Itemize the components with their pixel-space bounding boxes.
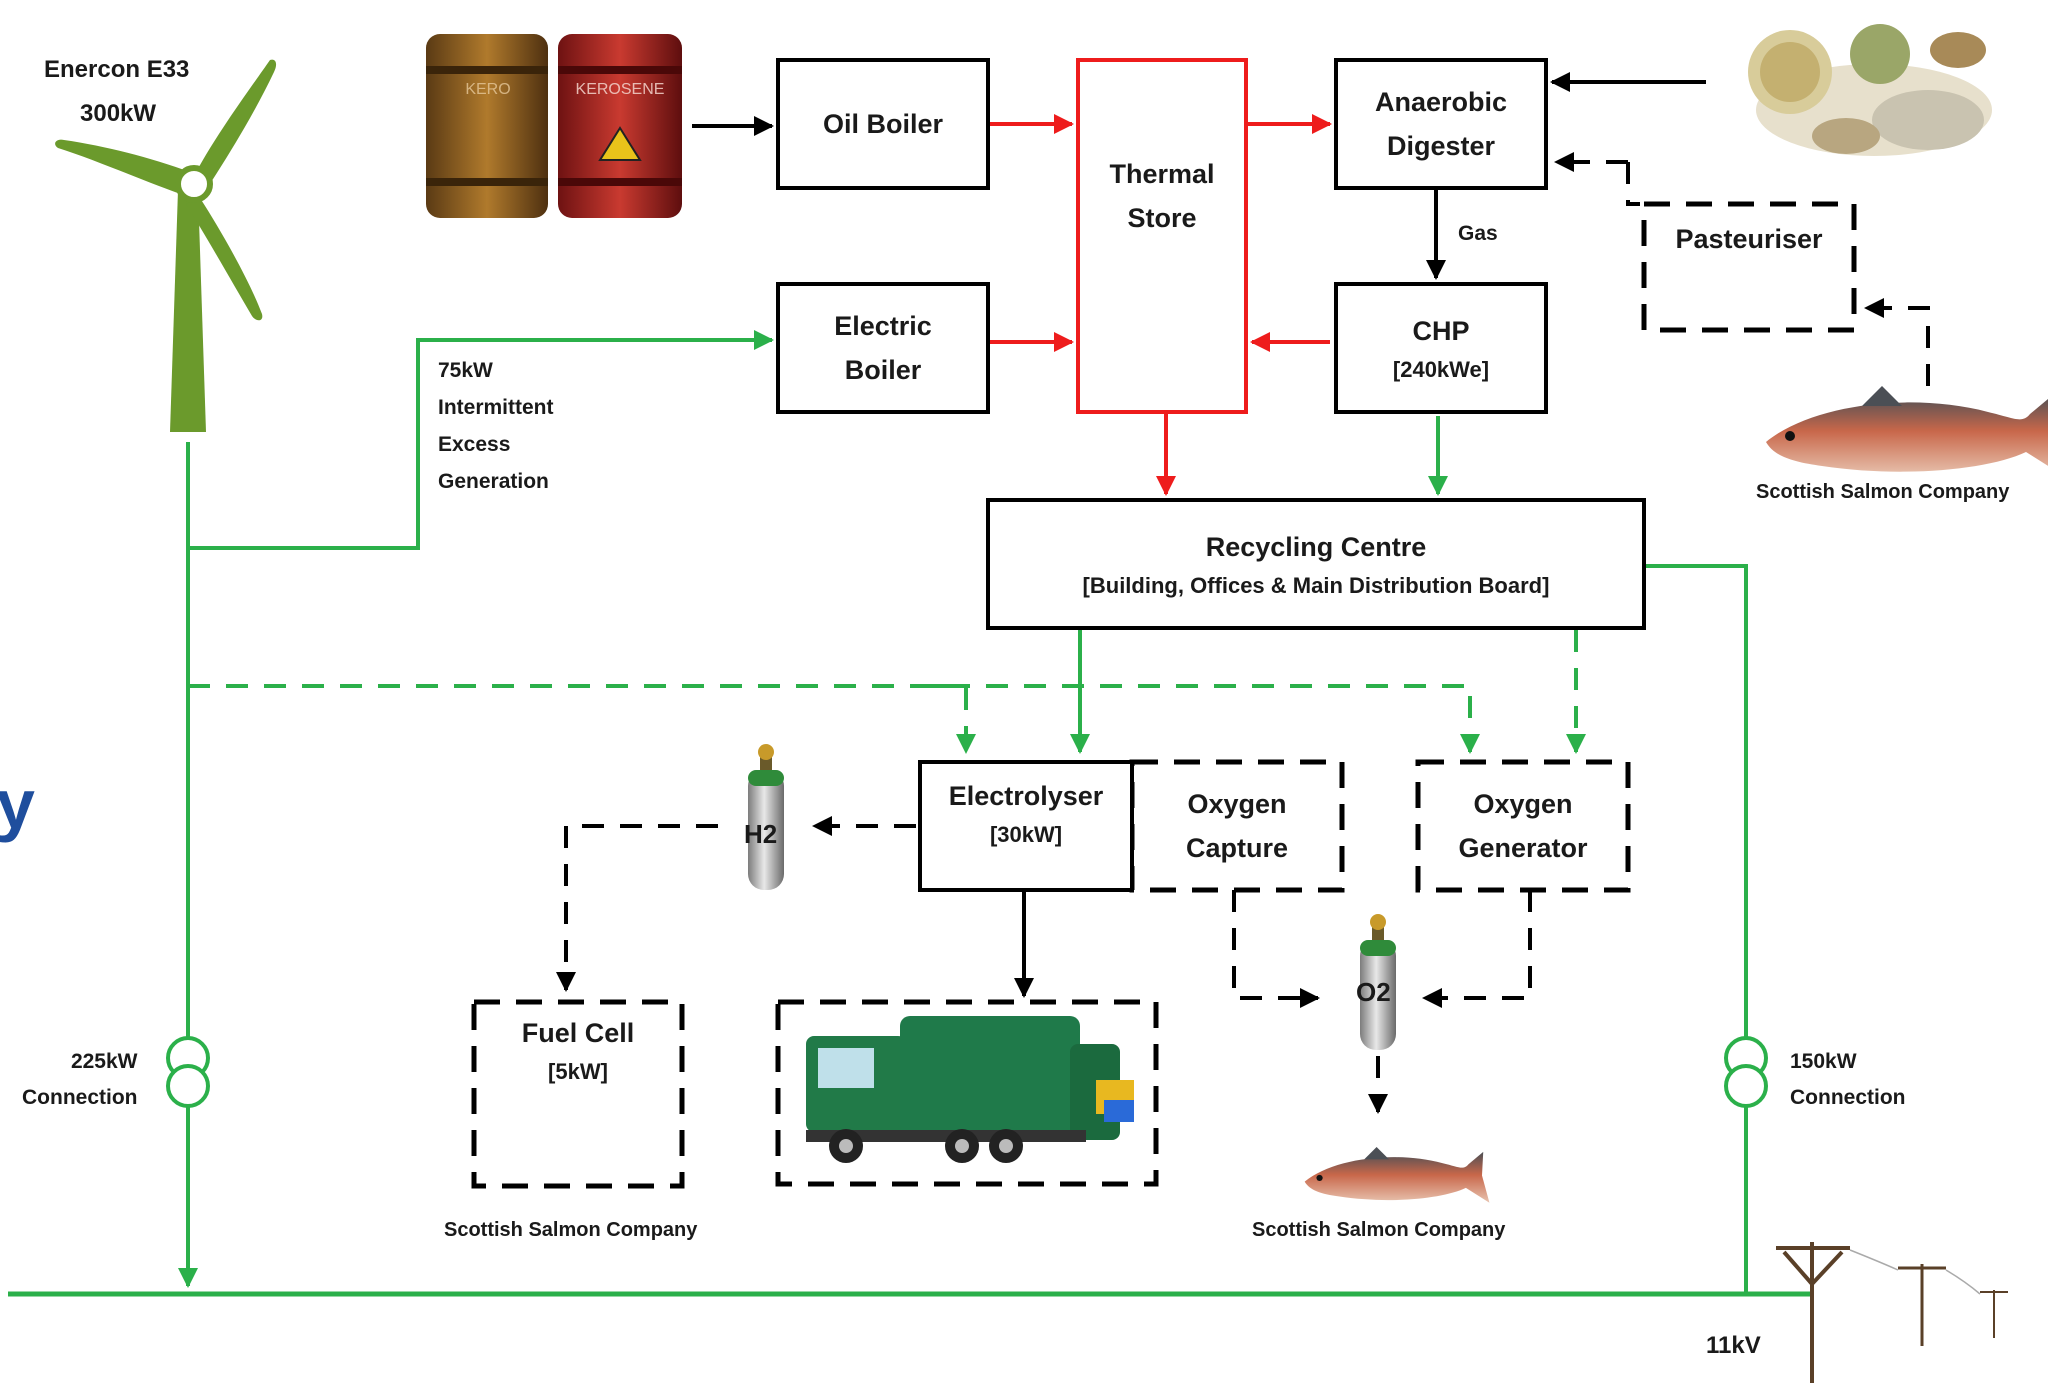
transformer-icon: [1724, 1036, 1768, 1108]
excess-line-2: Intermittent: [438, 396, 554, 419]
excess-generation-label: 75kW Intermittent Excess Generation: [438, 352, 554, 500]
chp-box: CHP [240kWe]: [1334, 282, 1548, 414]
fuel-cell-rating: [5kW]: [548, 1059, 608, 1084]
dashed-electrical-lines: [188, 630, 1586, 754]
pasteuriser-label: Pasteuriser: [1675, 224, 1823, 254]
recycling-centre-detail: [Building, Offices & Main Distribution B…: [1082, 573, 1550, 598]
excess-generation-line: [188, 330, 774, 550]
turbine-dashed-feed: [188, 684, 1480, 754]
pasteuriser-box: Pasteuriser: [1644, 204, 1854, 274]
turbine-dashed-feed-electrolyser: [930, 684, 976, 754]
excess-line-3: Excess: [438, 433, 511, 456]
flow-lines: [692, 72, 1706, 998]
oxygen-generator-label-line2: Generator: [1458, 833, 1588, 863]
grid-voltage-label: 11kV: [1706, 1332, 1761, 1359]
electrical-lines: [8, 330, 1812, 1294]
anaerobic-digester-box: Anaerobic Digester: [1334, 58, 1548, 190]
oxygen-generator-box: Oxygen Generator: [1418, 762, 1628, 890]
electrolyser-box: Electrolyser [30kW]: [918, 760, 1134, 892]
o2-label: O2: [1356, 977, 1391, 1007]
thermal-store-label-line1: Thermal: [1109, 159, 1215, 189]
electrolyser-rating: [30kW]: [989, 822, 1063, 847]
electric-boiler-label-line2: Boiler: [844, 355, 922, 385]
electric-boiler-box: Electric Boiler: [776, 282, 990, 414]
oxygen-generator-label-line1: Oxygen: [1473, 789, 1573, 819]
salmon-company-label-o2: Scottish Salmon Company: [1252, 1219, 1506, 1241]
pasteuriser-border: [1641, 201, 1857, 333]
excess-line-1: 75kW: [438, 359, 493, 382]
power-pole-icon: [1776, 1242, 2008, 1383]
connection-left-rating: 225kW: [70, 1050, 138, 1073]
oxygen-generator-border: [1415, 759, 1631, 893]
electric-boiler-label-line1: Electric: [834, 311, 932, 341]
anaerobic-digester-label-line2: Digester: [1386, 131, 1496, 161]
oil-boiler-label: Oil Boiler: [822, 109, 944, 139]
refuse-truck-icon: [806, 1016, 1134, 1163]
recycling-centre-box: Recycling Centre [Building, Offices & Ma…: [986, 498, 1646, 630]
recycling-to-grid-line: [1644, 564, 1748, 1294]
oxygen-capture-box: Oxygen Capture: [1134, 762, 1340, 890]
connection-left-label: 225kW Connection: [22, 1044, 138, 1116]
gas-cylinder-icon: [748, 744, 784, 890]
gas-label: Gas: [1458, 222, 1498, 245]
gas-cylinder-icon: [1360, 914, 1396, 1050]
fuel-cell-label: Fuel Cell: [521, 1018, 635, 1048]
salmon-company-label-fuel-cell: Scottish Salmon Company: [444, 1219, 698, 1241]
thermal-lines: [990, 114, 1332, 496]
fuel-cell-border: [471, 999, 685, 1189]
fuel-cell-box: Fuel Cell [5kW]: [474, 1010, 682, 1090]
excess-line-4: Generation: [438, 470, 549, 493]
anaerobic-digester-label-line1: Anaerobic: [1374, 87, 1508, 117]
thermal-store-box: Thermal Store: [1076, 58, 1248, 414]
dashed-box-borders: [471, 201, 1857, 1189]
h2-label: H2: [744, 819, 778, 849]
connection-right-text: Connection: [1790, 1086, 1906, 1109]
barrel-label-kero: KERO: [465, 81, 510, 98]
turbine-rating-label: 300kW: [80, 100, 157, 127]
electrolyser-label: Electrolyser: [948, 781, 1104, 811]
chp-label: CHP: [1412, 316, 1470, 346]
cut-off-letter: y: [0, 765, 35, 843]
connection-left-text: Connection: [22, 1086, 138, 1109]
food-waste-icon: [1748, 24, 1992, 156]
recycling-centre-label: Recycling Centre: [1205, 532, 1427, 562]
transformer-icon: [166, 1036, 210, 1108]
salmon-icon: [1766, 386, 2048, 472]
turbine-model-label: Enercon E33: [44, 56, 190, 83]
thermal-store-label-line2: Store: [1127, 203, 1197, 233]
kerosene-barrels-icon: KERO KEROSENE: [426, 34, 682, 218]
salmon-company-label-top: Scottish Salmon Company: [1756, 481, 2010, 503]
oil-boiler-box: Oil Boiler: [776, 58, 990, 190]
chp-rating: [240kWe]: [1392, 357, 1490, 382]
wind-turbine-icon: [55, 59, 277, 432]
oxygen-capture-label-line2: Capture: [1185, 833, 1288, 863]
oxygen-capture-label-line1: Oxygen: [1187, 789, 1287, 819]
connection-right-rating: 150kW: [1790, 1050, 1857, 1073]
truck-border: [775, 999, 1159, 1187]
dashed-flow-lines: [556, 152, 1930, 1114]
barrel-label-kerosene: KEROSENE: [576, 81, 665, 98]
salmon-icon: [1304, 1146, 1490, 1203]
connection-right-label: 150kW Connection: [1790, 1044, 1906, 1116]
